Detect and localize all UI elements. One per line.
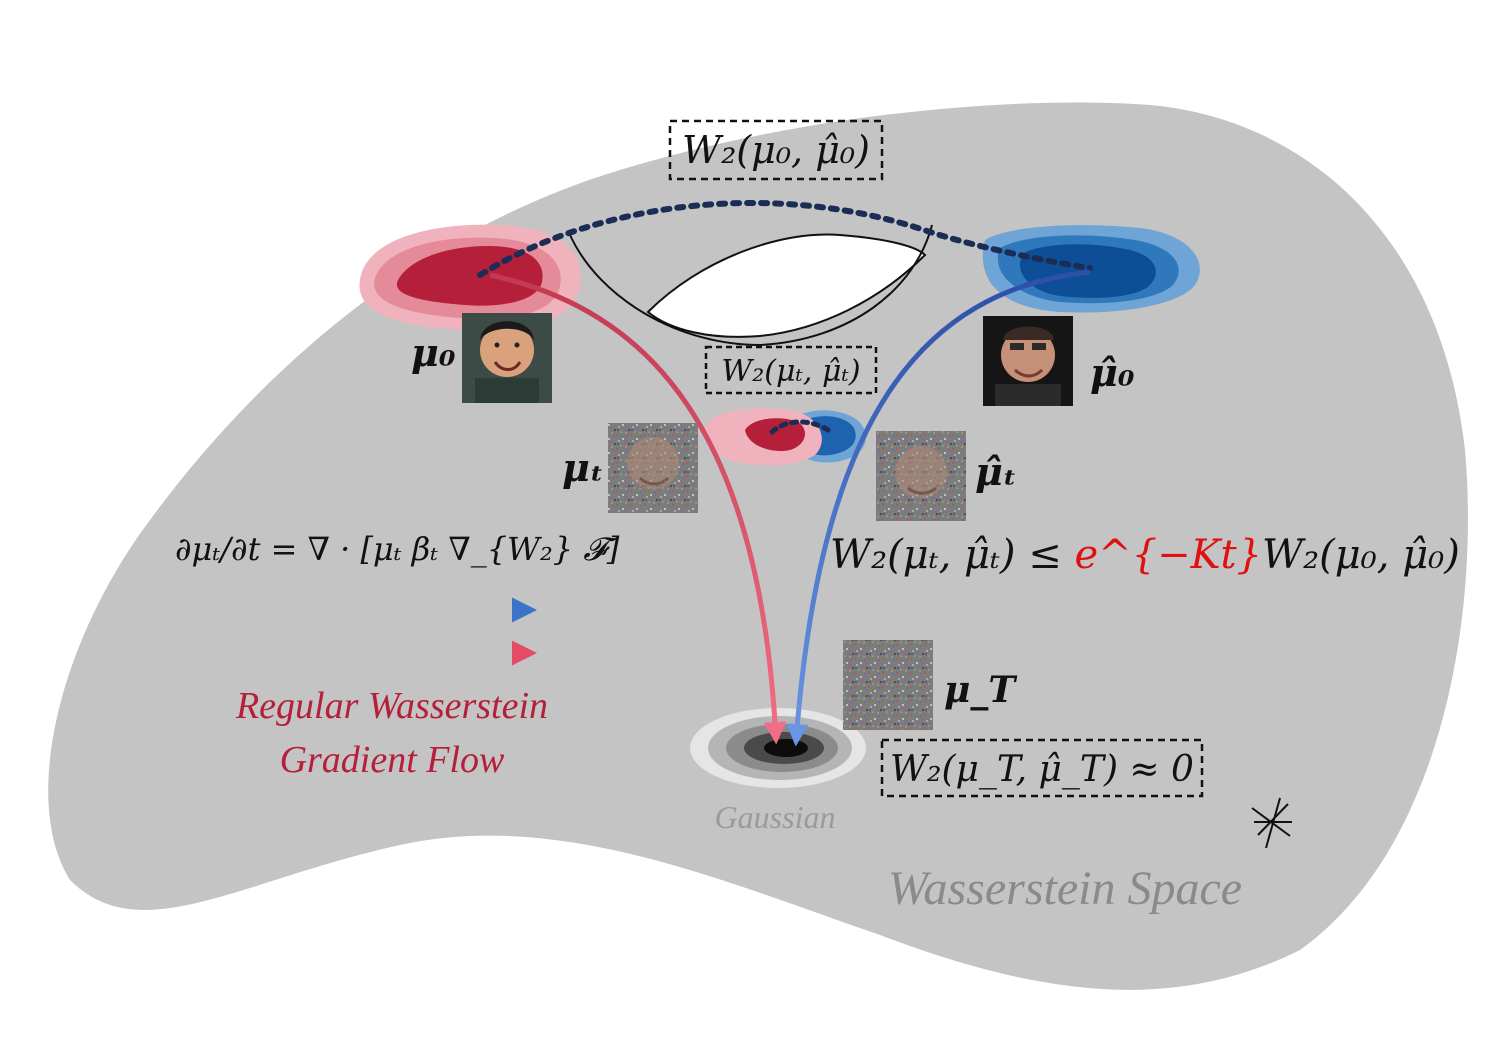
w2-t-label: W₂(μₜ, μ̂ₜ) <box>721 354 860 389</box>
w2-initial-box <box>668 119 884 181</box>
mu-t-label: μₜ <box>562 445 604 490</box>
noisy-face-mu-t <box>608 423 698 513</box>
legend-line-2: Gradient Flow <box>280 739 505 781</box>
flow-curve-red <box>489 272 787 745</box>
bifurcation-lines-icon <box>1251 797 1292 849</box>
contraction-factor: e^{−Kt} <box>1074 532 1262 578</box>
contraction-lhs: W₂(μₜ, μ̂ₜ) ≤ <box>830 532 1074 578</box>
face-photo-mu0 <box>462 313 552 403</box>
manifold-curve-right <box>759 224 933 346</box>
noise-square-mu-T <box>843 640 933 730</box>
flow-curve-blue <box>786 269 1091 747</box>
mu-T-label: μ_T <box>944 669 1017 711</box>
mu0-label: μ₀ <box>411 330 456 375</box>
noisy-face-mu-hat-t <box>876 431 966 521</box>
mu-hat0-label: μ̂₀ <box>1090 350 1135 395</box>
gaussian-label: Gaussian <box>715 799 836 835</box>
distribution-mu-t <box>704 408 866 466</box>
pde-equation: ∂μₜ/∂t = ∇ · [μₜ βₜ ∇_{W₂} 𝓕] <box>175 530 620 568</box>
wasserstein-space-region <box>48 102 1468 990</box>
face-photo-mu-hat0 <box>983 316 1073 406</box>
contraction-rhs: W₂(μ₀, μ̂₀) <box>1262 532 1460 578</box>
w2-T-label: W₂(μ_T, μ̂_T) ≈ 0 <box>890 749 1194 790</box>
w2-initial-label: W₂(μ₀, μ̂₀) <box>682 128 870 172</box>
geodesic-dotted-t <box>769 419 831 435</box>
w2-T-box <box>880 738 1204 798</box>
gaussian-sink <box>690 708 866 788</box>
manifold-curve-left <box>569 234 761 346</box>
space-label: Wasserstein Space <box>888 862 1242 915</box>
legend-line-1: Regular Wasserstein <box>235 685 548 727</box>
mu-hat-t-label: μ̂ₜ <box>975 449 1017 494</box>
contraction-inequality: W₂(μₜ, μ̂ₜ) ≤ e^{−Kt}W₂(μ₀, μ̂₀) <box>830 532 1460 578</box>
manifold-lens <box>646 233 927 338</box>
w2-t-box <box>704 345 878 395</box>
geodesic-dotted-initial <box>477 200 1093 278</box>
